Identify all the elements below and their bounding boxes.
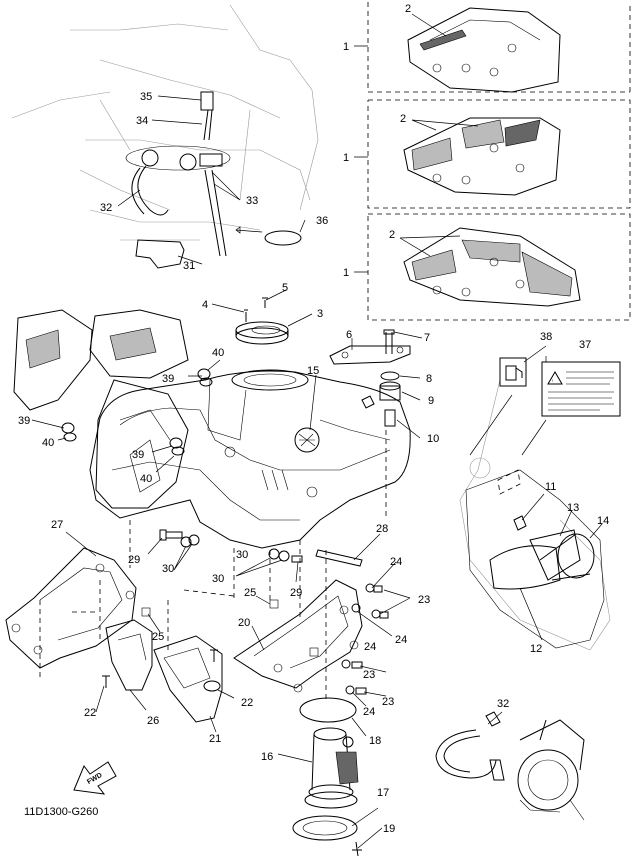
- callout: 1: [343, 267, 349, 279]
- callout: 25: [152, 631, 164, 643]
- callout: 10: [427, 433, 439, 445]
- collar-10: [384, 409, 396, 427]
- bracket-21: [153, 635, 223, 723]
- forward-arrow-icon: FWD: [73, 761, 117, 795]
- hose-clip-36: [264, 230, 302, 246]
- callout: 24: [364, 641, 376, 653]
- warning-label-37: [541, 361, 621, 417]
- callout: 30: [162, 563, 174, 575]
- callout: 9: [428, 395, 434, 407]
- throttle-body-inset: [435, 711, 585, 821]
- callout: 21: [209, 733, 221, 745]
- callout: 27: [51, 519, 63, 531]
- tank-bracket-assembly: [329, 329, 411, 427]
- callout: 33: [246, 195, 258, 207]
- callout: 29: [290, 587, 302, 599]
- callout: 20: [238, 617, 250, 629]
- part-13: [529, 529, 581, 581]
- callout: 2: [405, 3, 411, 15]
- callout: 8: [426, 373, 432, 385]
- damper-9: [379, 385, 401, 401]
- mounting-bolts: [159, 529, 363, 567]
- side-cover-panel-3: [403, 227, 581, 307]
- callout: 30: [236, 549, 248, 561]
- callout: 32: [100, 202, 112, 214]
- callout: 2: [389, 229, 395, 241]
- callout: 13: [567, 502, 579, 514]
- callout: 30: [212, 573, 224, 585]
- leader-lines: [31, 13, 603, 849]
- callout: 26: [147, 715, 159, 727]
- callout: 18: [369, 735, 381, 747]
- callout: 39: [18, 415, 30, 427]
- callout: 23: [418, 594, 430, 606]
- side-cover-panel-2: [403, 117, 561, 196]
- callout: 14: [597, 515, 609, 527]
- callout: 23: [363, 669, 375, 681]
- callout: 1: [343, 41, 349, 53]
- gasket-18: [299, 697, 357, 723]
- fuel-pump-assembly: [292, 697, 362, 857]
- callout: 34: [136, 115, 148, 127]
- callout: 2: [400, 113, 406, 125]
- callout: 37: [579, 339, 591, 351]
- callout: 22: [241, 697, 253, 709]
- svg-text:!: !: [552, 378, 553, 383]
- callout: 1: [343, 152, 349, 164]
- callout: 24: [390, 556, 402, 568]
- callout: 3: [317, 308, 323, 320]
- callout: 38: [540, 331, 552, 343]
- tank-filter-15: [294, 427, 320, 453]
- retainer-plate-17: [292, 815, 358, 841]
- callout: 36: [316, 215, 328, 227]
- callout: 12: [530, 643, 542, 655]
- frame-breather-inset: [11, 4, 319, 269]
- callout: 7: [424, 332, 430, 344]
- part-12: [489, 545, 561, 590]
- callout: 24: [395, 634, 407, 646]
- callout: 22: [84, 707, 96, 719]
- callout: 28: [376, 523, 388, 535]
- callout: 16: [261, 751, 273, 763]
- callout: 11: [545, 481, 556, 493]
- callout: 6: [346, 329, 352, 341]
- callout: 24: [363, 706, 375, 718]
- callout: 19: [383, 823, 395, 835]
- fuel-tank: [89, 369, 411, 549]
- fuel-label-38: [499, 357, 527, 387]
- warning-labels: !: [499, 357, 621, 417]
- tank-shroud-27: [5, 547, 151, 669]
- callout: 35: [140, 91, 152, 103]
- breather-cap: [200, 91, 214, 111]
- fuel-cap-assembly: [235, 297, 289, 345]
- decal-stripe: [419, 29, 467, 51]
- callout: 39: [162, 373, 174, 385]
- callout: 31: [183, 260, 195, 272]
- diagram-code: 11D1300-G260: [24, 806, 98, 818]
- callout: 40: [140, 473, 152, 485]
- callout: 40: [212, 347, 224, 359]
- callout: 39: [132, 449, 144, 461]
- callout: 25: [244, 587, 256, 599]
- tank-shroud-20: [233, 579, 363, 693]
- right-cover-inset: [459, 379, 611, 651]
- callout: 32: [497, 698, 509, 710]
- callout: 40: [42, 437, 54, 449]
- callout: 15: [307, 365, 319, 377]
- callout-numbers: 1 1 1 2 2 2 3 4 5 6 7 8 9 10 11 12 13 14…: [18, 3, 609, 835]
- callout: 5: [282, 282, 288, 294]
- side-cover-panel-1: [407, 7, 561, 93]
- callout: 4: [202, 299, 208, 311]
- left-side-covers: [13, 309, 213, 509]
- collar-8: [380, 371, 400, 381]
- callout: 17: [377, 787, 389, 799]
- shroud-screws: [341, 583, 389, 695]
- decal-option-panels: [367, 2, 631, 321]
- callout: 29: [128, 554, 140, 566]
- callout: 23: [382, 696, 394, 708]
- shroud-bracket-26: [102, 619, 153, 691]
